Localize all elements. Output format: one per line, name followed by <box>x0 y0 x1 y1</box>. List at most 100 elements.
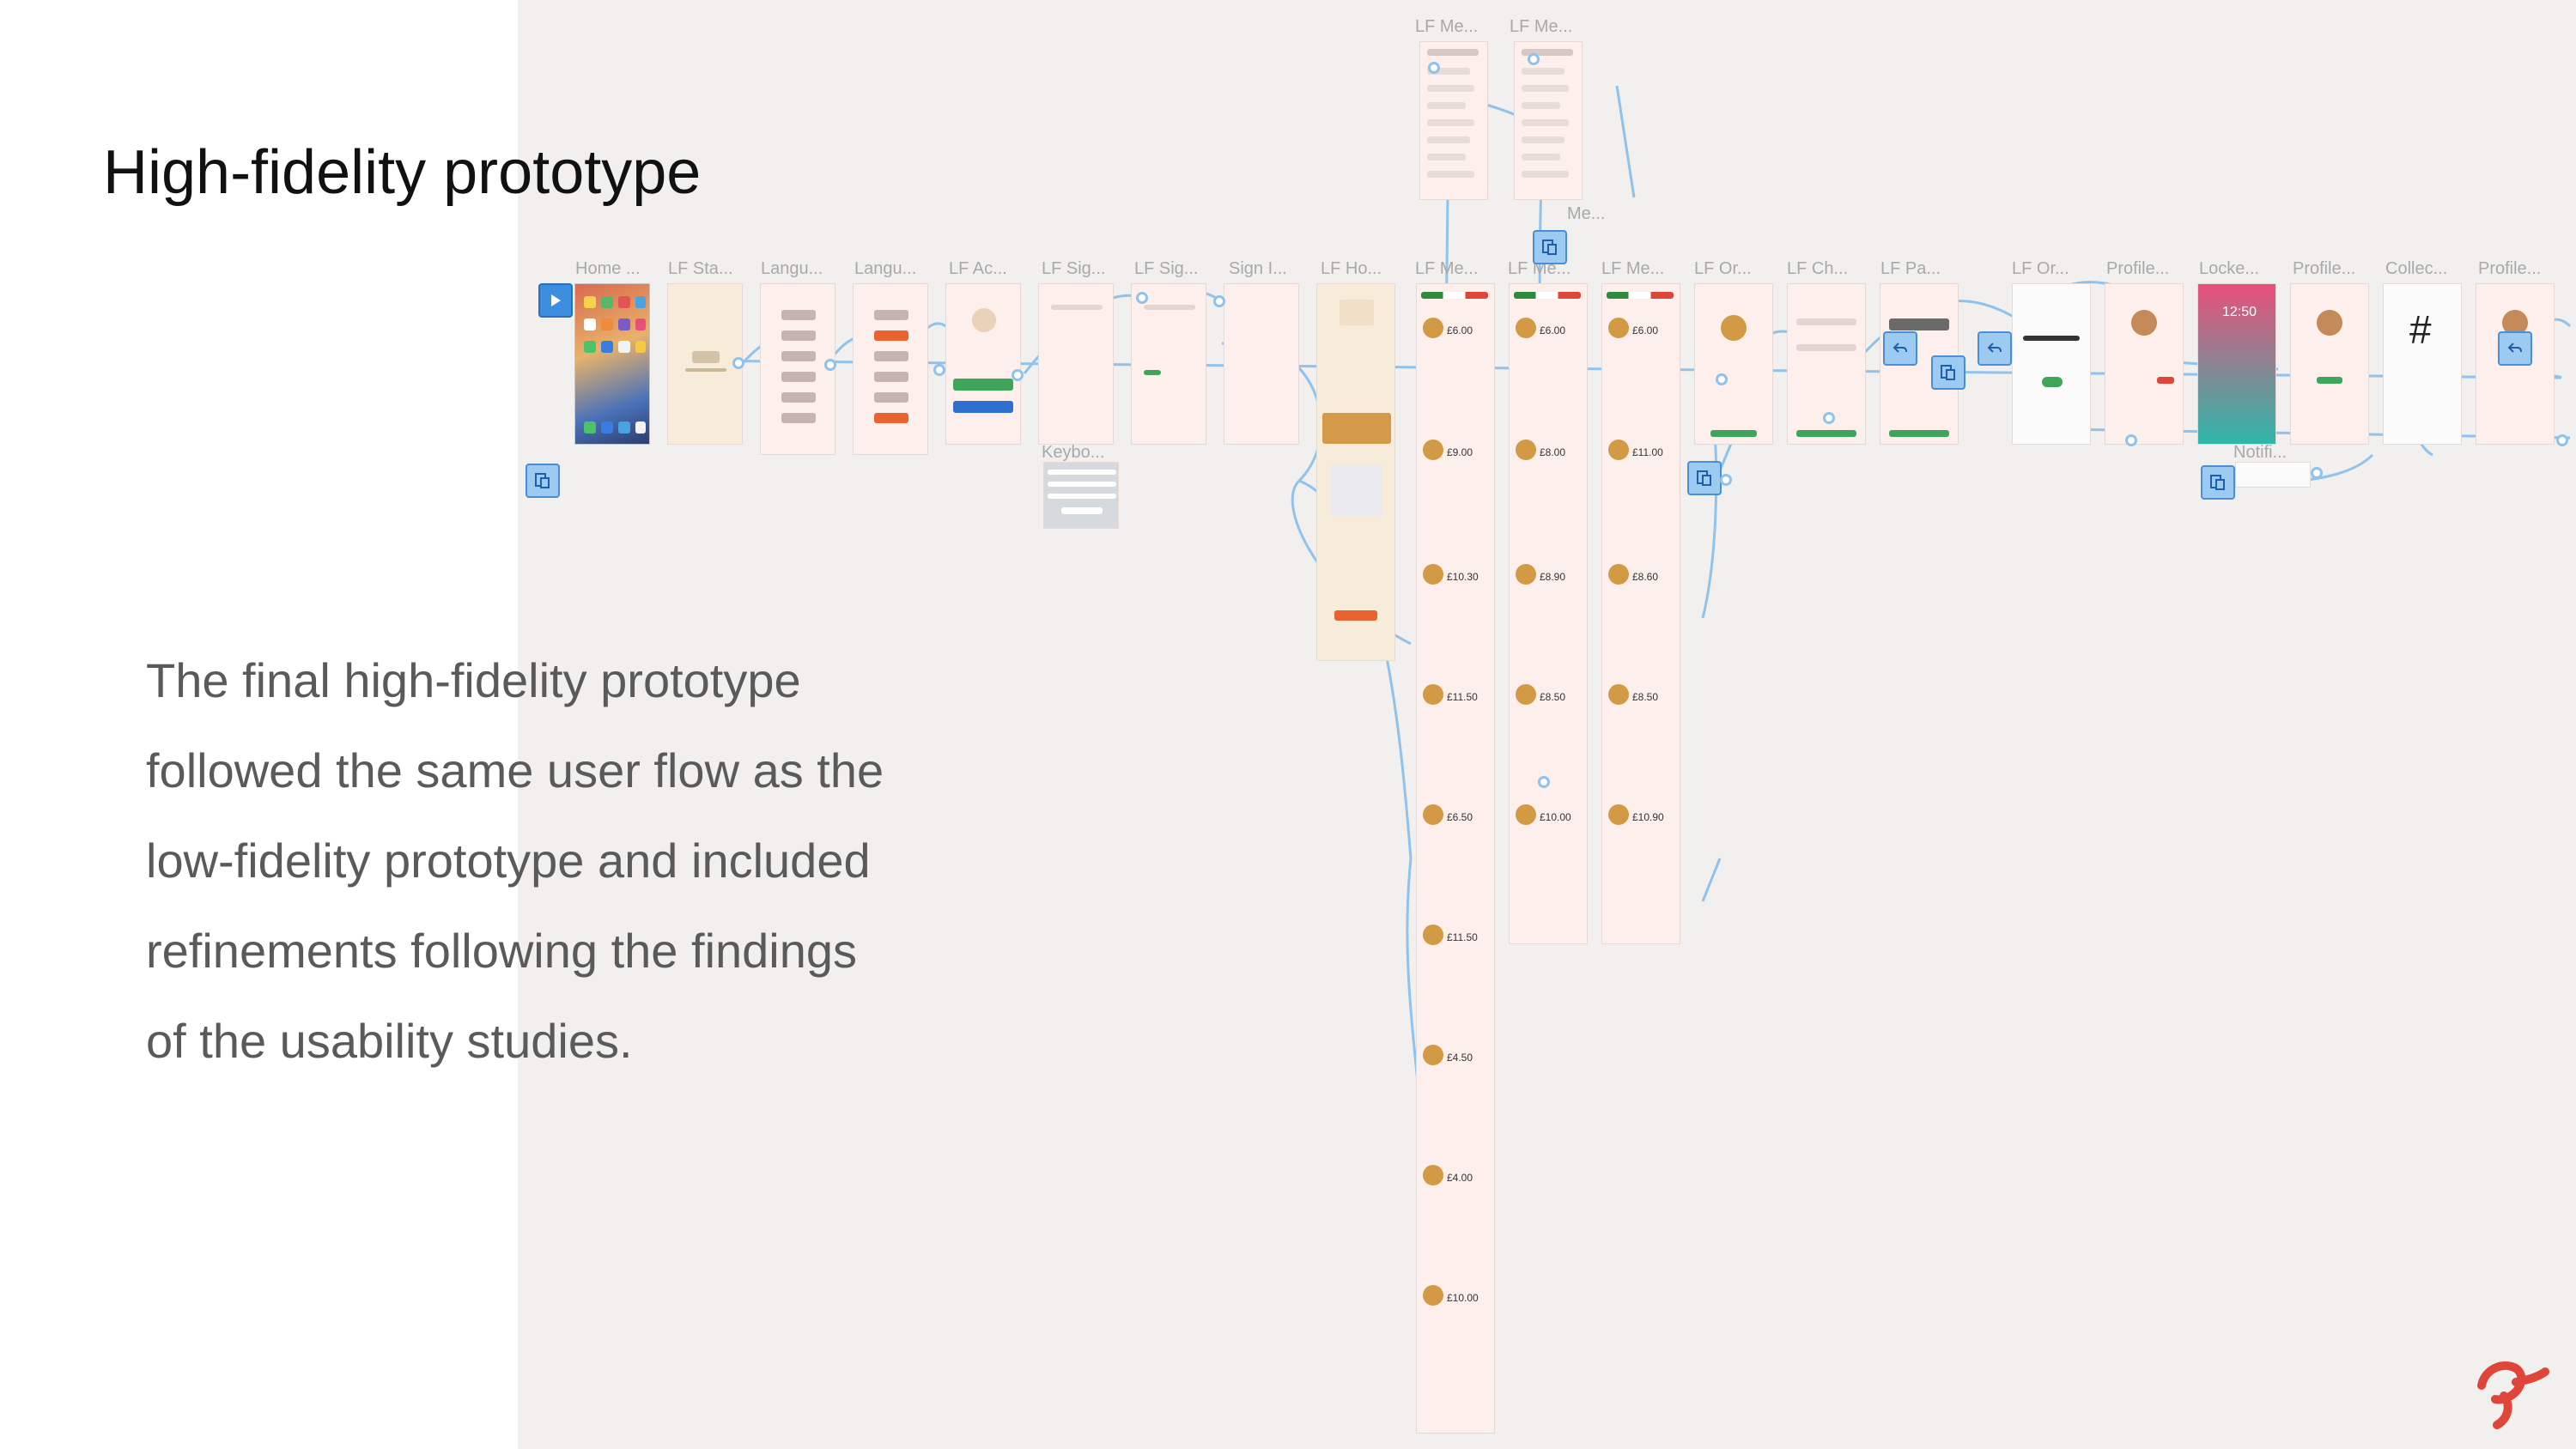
signin-frame[interactable] <box>1224 283 1299 445</box>
food-thumb <box>1608 318 1629 338</box>
price-label: £8.90 <box>1540 571 1566 583</box>
interaction-icon[interactable] <box>2201 465 2235 500</box>
frame-label-signup-1: LF Sig... <box>1042 259 1106 278</box>
frame-label-top-1: LF Me... <box>1415 17 1479 36</box>
signup-frame-2[interactable] <box>1131 283 1206 445</box>
food-thumb <box>1608 804 1629 825</box>
body-line: low-fidelity prototype and included <box>146 834 871 888</box>
price-label: £6.50 <box>1447 811 1473 823</box>
frame-label-home: Home ... <box>575 259 641 278</box>
phone-home-icon[interactable] <box>574 283 650 445</box>
interaction-icon[interactable] <box>1687 461 1722 495</box>
slide-body-text: The final high-fidelity prototype follow… <box>146 635 970 1086</box>
menu-column-1[interactable] <box>1416 283 1495 1434</box>
connector-node <box>1136 292 1148 304</box>
collection-frame[interactable]: # <box>2383 283 2462 445</box>
menu-column-2[interactable] <box>1509 283 1588 944</box>
locked-screen-frame[interactable]: 12:50 <box>2197 283 2276 445</box>
profile-frame-2[interactable] <box>2290 283 2369 445</box>
hash-symbol: # <box>2409 307 2432 352</box>
order-frame[interactable] <box>1694 283 1773 445</box>
connector-node <box>1528 53 1540 65</box>
price-label: £4.50 <box>1447 1052 1473 1064</box>
food-thumb <box>1423 440 1443 460</box>
price-label: £9.00 <box>1447 446 1473 458</box>
frame-label-top-2: LF Me... <box>1510 17 1573 36</box>
frame-label-profile-1: Profile... <box>2106 259 2170 278</box>
frame-label-profile-2: Profile... <box>2293 259 2356 278</box>
frame-label-collection: Collec... <box>2385 259 2448 278</box>
food-thumb <box>1423 684 1443 705</box>
frame-label-signin: Sign I... <box>1229 259 1287 278</box>
price-label: £11.00 <box>1632 446 1663 458</box>
frame-label-locked: Locke... <box>2199 259 2260 278</box>
food-thumb <box>1423 804 1443 825</box>
body-line: of the usability studies. <box>146 1014 633 1068</box>
signup-frame-1[interactable] <box>1038 283 1114 445</box>
brand-logo-icon <box>2477 1361 2549 1429</box>
frame-label-menu-1: LF Me... <box>1415 259 1479 278</box>
food-thumb <box>1423 925 1443 945</box>
language-frame-2[interactable] <box>853 283 928 455</box>
connector-node <box>1538 776 1550 788</box>
food-thumb <box>1423 1285 1443 1306</box>
frame-label-order: LF Or... <box>1694 259 1752 278</box>
connector-node <box>2311 467 2323 479</box>
lock-time: 12:50 <box>2222 305 2257 319</box>
food-thumb <box>1608 564 1629 585</box>
price-label: £8.60 <box>1632 571 1659 583</box>
body-line: refinements following the findings <box>146 924 858 978</box>
prototype-canvas[interactable]: LF Me... LF Me... Me... Home ... LF Sta.… <box>518 0 2576 1449</box>
menu-filter-frame-2[interactable] <box>1514 41 1583 200</box>
connector-node <box>1428 62 1440 74</box>
food-thumb <box>1516 440 1536 460</box>
connector-node <box>2125 434 2137 446</box>
connector-node <box>1716 373 1728 385</box>
price-label: £8.00 <box>1540 446 1566 458</box>
food-thumb <box>1516 318 1536 338</box>
price-label: £6.00 <box>1540 324 1566 336</box>
food-thumb <box>1423 1045 1443 1065</box>
food-thumb <box>1516 804 1536 825</box>
language-frame-1[interactable] <box>760 283 835 455</box>
back-arrow-icon[interactable] <box>2498 331 2532 366</box>
price-label: £10.30 <box>1447 571 1479 583</box>
food-thumb <box>1423 1165 1443 1185</box>
start-screen-frame[interactable] <box>667 283 743 445</box>
back-arrow-icon[interactable] <box>1883 331 1917 366</box>
play-icon[interactable] <box>538 283 573 318</box>
frame-label-language-1: Langu... <box>761 259 823 278</box>
keyboard-frame-label: Keybo... <box>1042 443 1105 462</box>
connector-node <box>1213 295 1225 307</box>
connector-node <box>732 357 744 369</box>
connector-node <box>1823 412 1835 424</box>
food-thumb <box>1423 564 1443 585</box>
home-screen-frame[interactable] <box>1316 283 1395 661</box>
interaction-icon[interactable] <box>1931 355 1965 390</box>
frame-label-order-confirm: LF Or... <box>2012 259 2069 278</box>
notification-frame[interactable] <box>2235 462 2311 488</box>
interaction-icon[interactable] <box>526 464 560 498</box>
order-confirm-frame[interactable] <box>2012 283 2091 445</box>
menu-column-3[interactable] <box>1601 283 1680 944</box>
account-frame[interactable] <box>945 283 1021 445</box>
keyboard-frame[interactable] <box>1043 462 1119 529</box>
connector-node <box>1012 369 1024 381</box>
food-thumb <box>1516 684 1536 705</box>
interaction-icon[interactable] <box>1533 230 1567 264</box>
profile-frame-1[interactable] <box>2105 283 2184 445</box>
frame-label-mid: Me... <box>1567 204 1606 223</box>
price-label: £10.90 <box>1632 811 1664 823</box>
back-arrow-icon[interactable] <box>1978 331 2012 366</box>
slide-title: High-fidelity prototype <box>103 138 702 207</box>
flag-icon <box>1607 292 1674 299</box>
connector-node <box>933 364 945 376</box>
price-label: £11.50 <box>1447 931 1478 943</box>
connector-node <box>2556 434 2568 446</box>
food-thumb <box>1608 684 1629 705</box>
frame-label-signup-2: LF Sig... <box>1134 259 1199 278</box>
frame-label-language-2: Langu... <box>854 259 917 278</box>
connector-node <box>1720 474 1732 486</box>
price-label: £10.00 <box>1447 1292 1479 1304</box>
price-label: £4.00 <box>1447 1172 1473 1184</box>
